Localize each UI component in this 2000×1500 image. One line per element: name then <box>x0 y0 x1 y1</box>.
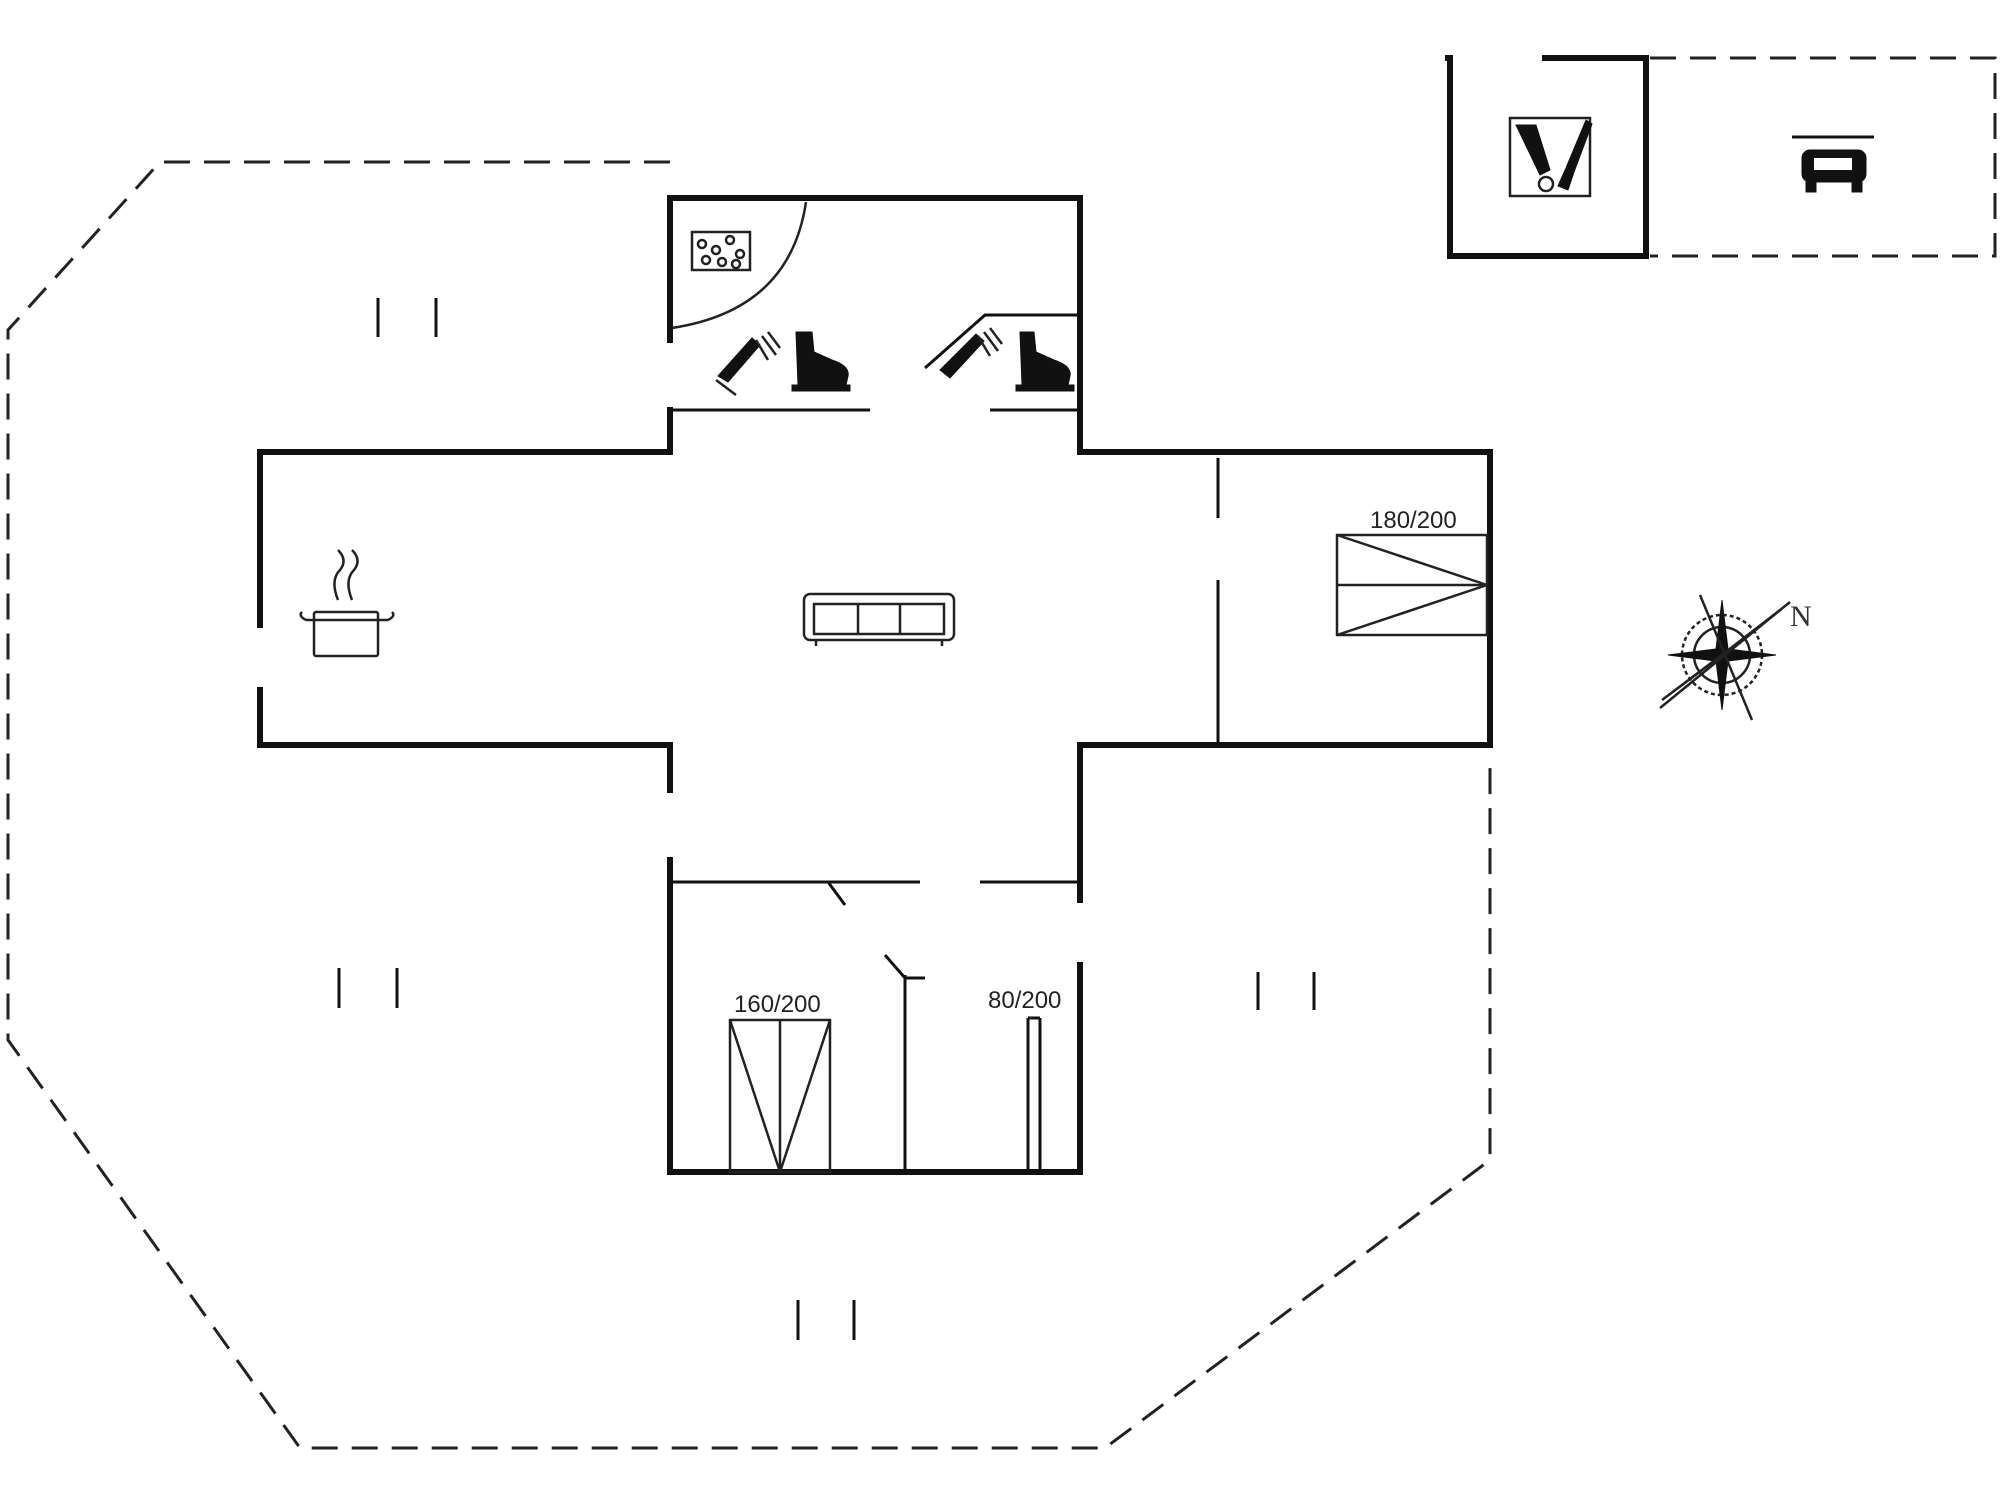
house-walls <box>257 195 1493 1175</box>
garden-tools-icon <box>1508 116 1593 198</box>
shower-icon <box>939 327 1003 379</box>
interior-walls <box>670 408 1220 1175</box>
car-icon <box>1792 135 1874 193</box>
bed-size-label-master: 180/200 <box>1370 507 1457 534</box>
north-label: N <box>1790 600 1812 633</box>
terrace-marker-icon <box>796 1300 856 1340</box>
shed-walls <box>1445 55 1649 259</box>
terrace-marker-icon <box>1256 972 1316 1010</box>
sauna-icon <box>690 230 752 272</box>
bathroom-corner <box>924 313 1080 370</box>
terrace-marker-icon <box>376 298 438 337</box>
bed-icon <box>1335 533 1489 637</box>
bed-icon <box>1026 1016 1042 1172</box>
bed-size-label-double: 160/200 <box>734 991 821 1018</box>
toilet-icon <box>791 331 851 392</box>
toilet-icon <box>1015 331 1075 392</box>
kitchen-pot-icon <box>299 549 395 658</box>
terrace-marker-icon <box>337 968 399 1008</box>
sauna-door <box>671 201 808 330</box>
shower-icon <box>715 331 781 396</box>
bed-size-label-single: 80/200 <box>988 987 1061 1014</box>
compass-rose-icon <box>1659 594 1791 721</box>
carport-outline <box>1650 56 1997 258</box>
terrace-outline <box>6 160 1492 1450</box>
bed-icon <box>728 1018 832 1174</box>
sofa-icon <box>802 592 956 646</box>
